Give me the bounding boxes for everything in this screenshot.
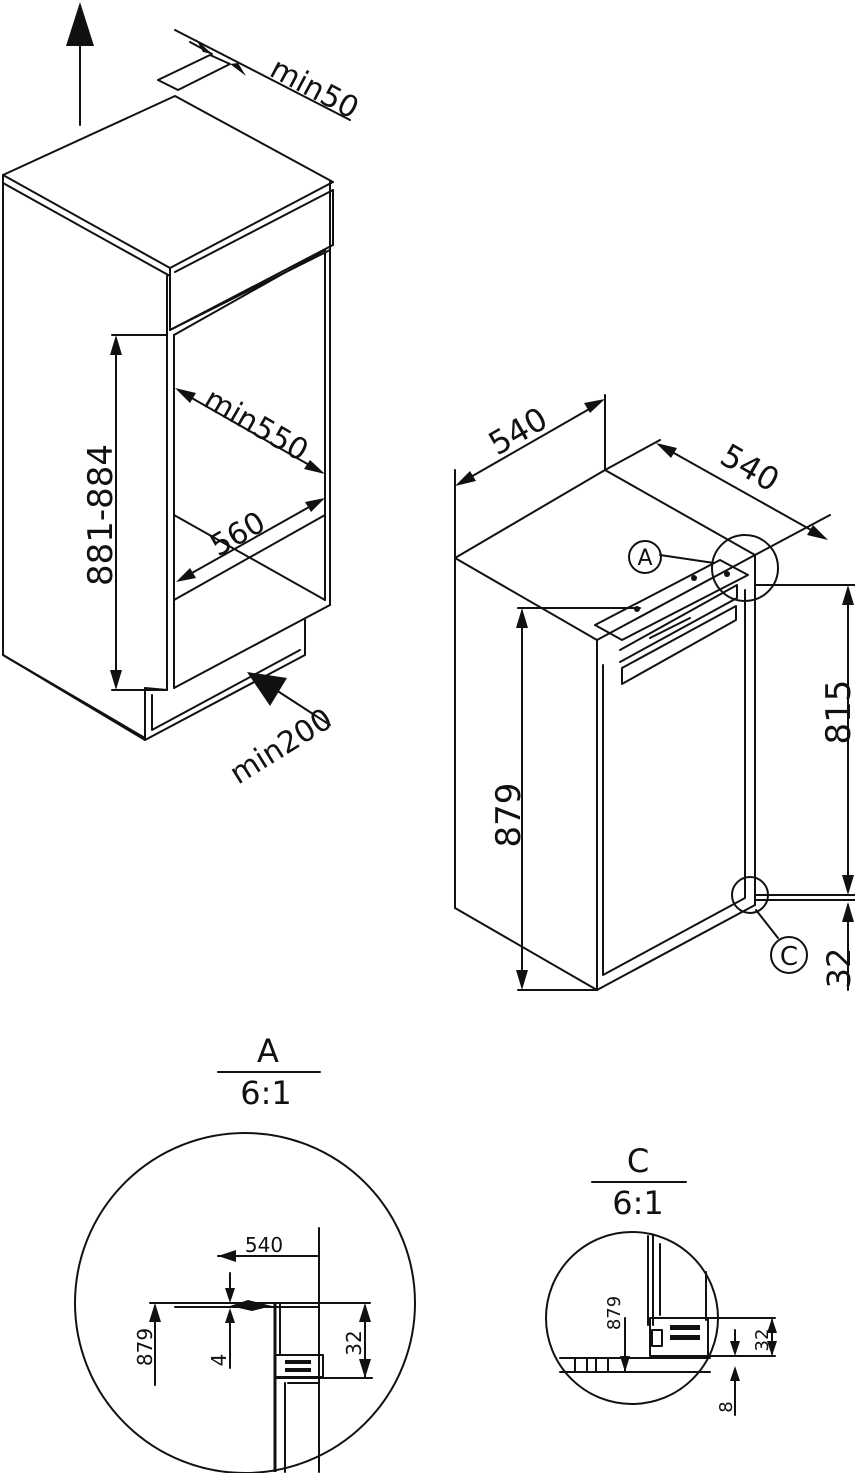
detail-a-title: A <box>257 1032 279 1070</box>
appliance-height-label: 879 <box>489 783 529 848</box>
detail-c-gap-label: 8 <box>716 1401 737 1412</box>
clearance-top-label: min50 <box>264 51 364 126</box>
appliance-upper-height-label: 815 <box>819 680 855 745</box>
appliance-plinth-label: 32 <box>820 948 855 989</box>
detail-a-scale: 6:1 <box>240 1074 292 1112</box>
niche-width-label: 560 <box>205 505 272 564</box>
niche-height-label: 881-884 <box>81 444 121 586</box>
appliance-unit <box>454 394 855 991</box>
appliance-depth-label: 540 <box>482 399 554 462</box>
detail-a-width-label: 540 <box>245 1233 283 1257</box>
detail-a-offset-label: 32 <box>342 1330 366 1355</box>
niche-cabinet <box>2 2 351 741</box>
detail-a-height-label: 879 <box>133 1328 157 1366</box>
detail-c-scale: 6:1 <box>612 1184 664 1222</box>
detail-a-gap-label: 4 <box>207 1354 231 1367</box>
vent-bottom-label: min200 <box>224 702 339 792</box>
detail-a: A 6:1 <box>74 1032 416 1473</box>
detail-c: C 6:1 <box>545 1142 777 1416</box>
detail-c-offset-label: 32 <box>752 1329 773 1352</box>
detail-c-height-label: 879 <box>604 1296 625 1330</box>
detail-c-title: C <box>627 1142 649 1180</box>
callout-c-label: C <box>780 942 798 972</box>
appliance-width-label: 540 <box>714 436 786 499</box>
callout-a-label: A <box>637 546 652 571</box>
airflow-arrow-icon <box>66 2 94 46</box>
niche-depth-label: min550 <box>198 382 314 469</box>
